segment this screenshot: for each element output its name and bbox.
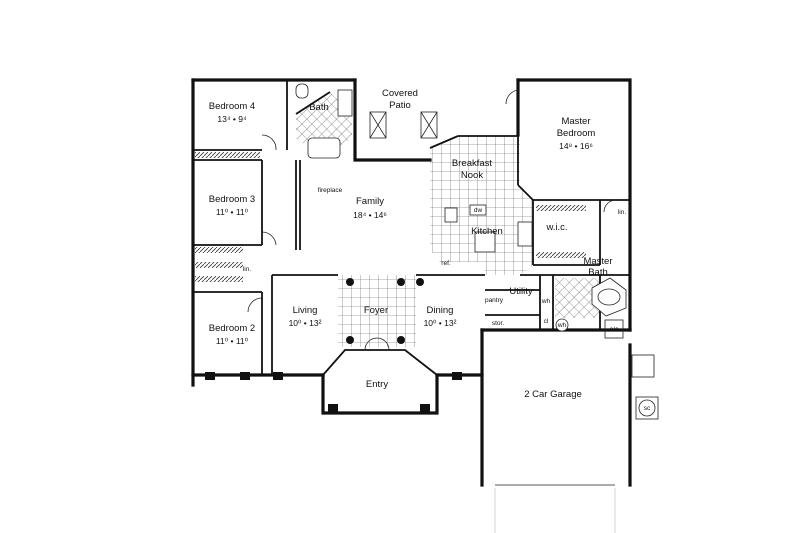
label-bedroom2: Bedroom 2 (209, 323, 255, 334)
tag-wh: wh (541, 298, 551, 305)
entry-walls (322, 349, 438, 376)
label-master-bath-1: Master (583, 256, 612, 267)
label-covered-patio-1: Covered (382, 88, 418, 99)
label-utility: Utility (509, 286, 532, 297)
label-garage: 2 Car Garage (524, 389, 582, 400)
tag-lin-1: lin. (243, 266, 252, 273)
label-master-bedroom-1: Master (561, 116, 590, 127)
tag-lin-2: lin. (618, 209, 627, 216)
bath-fixtures (295, 83, 353, 159)
label-bedroom3: Bedroom 3 (209, 194, 255, 205)
dims-family: 18⁴ • 14⁶ (353, 210, 387, 220)
tag-ref: ref. (441, 260, 451, 267)
dims-dining: 10⁰ • 13² (424, 318, 457, 328)
label-foyer: Foyer (364, 305, 388, 316)
tag-wh-2: wh (557, 322, 567, 329)
label-bedroom4: Bedroom 4 (209, 101, 255, 112)
label-breakfast-nook-2: Nook (461, 170, 483, 181)
tag-pantry: pantry (485, 297, 504, 304)
label-master-bath-2: Bath (588, 267, 608, 278)
label-bath: Bath (309, 102, 329, 113)
label-breakfast-nook-1: Breakfast (452, 158, 492, 169)
tag-fireplace: fireplace (318, 187, 343, 194)
label-family: Family (356, 196, 384, 207)
kitchen-fixtures (444, 204, 533, 253)
door-swings (247, 89, 617, 351)
closet-hatches (195, 152, 586, 282)
label-living: Living (293, 305, 318, 316)
label-dining: Dining (427, 305, 454, 316)
tag-dw: dw (474, 207, 483, 214)
label-kitchen: Kitchen (471, 226, 503, 237)
dims-living: 10⁰ • 13² (289, 318, 322, 328)
dims-bedroom4: 13⁴ • 9⁴ (217, 114, 247, 124)
water-heater-symbol (555, 318, 569, 332)
master-tub (591, 277, 627, 317)
tag-sc-outside: sc (644, 405, 651, 412)
dims-master-bedroom: 14⁸ • 16⁶ (559, 141, 593, 151)
label-entry: Entry (366, 379, 388, 390)
tag-cl: cl (544, 318, 549, 325)
garage-door (494, 484, 616, 533)
tag-ac: a/c (610, 326, 619, 333)
dims-bedroom2: 11⁰ • 11⁰ (216, 336, 249, 346)
ac-unit (604, 319, 659, 420)
tag-stor: stor. (492, 320, 504, 327)
label-wic: w.i.c. (545, 222, 567, 233)
label-covered-patio-2: Patio (389, 100, 411, 111)
columns (205, 278, 462, 414)
patio-skylights (369, 111, 438, 139)
dims-bedroom3: 11⁰ • 11⁰ (216, 207, 249, 217)
label-master-bedroom-2: Bedroom (557, 128, 596, 139)
